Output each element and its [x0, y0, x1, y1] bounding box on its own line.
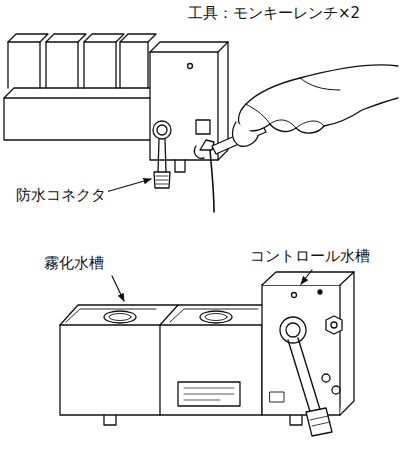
- part-label: コントロール水槽: [248, 247, 372, 265]
- leader-arrow: [106, 179, 151, 192]
- part-label: 防水コネクタ: [14, 186, 108, 204]
- bottom-unit: [60, 272, 354, 436]
- part-label: 霧化水槽: [42, 254, 106, 272]
- top-unit: [4, 34, 398, 212]
- leader-arrow: [112, 276, 124, 301]
- leader-arrow: [301, 270, 312, 284]
- part-label: 工具：モンキーレンチ×2: [186, 4, 362, 22]
